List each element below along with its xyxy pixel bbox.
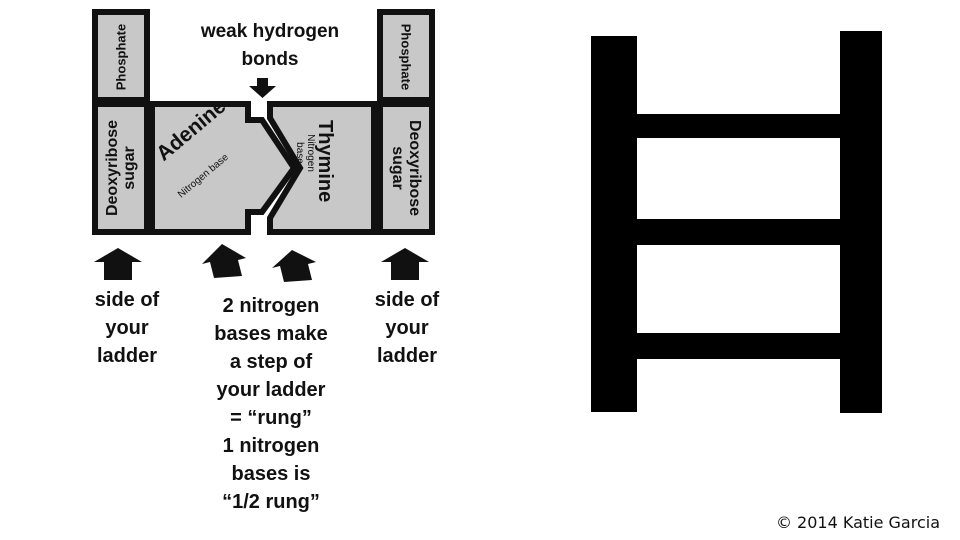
ladder-rung-2 xyxy=(637,219,840,245)
adenine-subtitle: Nitrogen base xyxy=(176,151,231,201)
thymine-label: Thymine Nitrogen base xyxy=(294,110,374,230)
ladder-left-rail xyxy=(591,36,637,412)
thymine-title: Thymine xyxy=(314,120,336,203)
phosphate-right-box xyxy=(377,9,435,103)
ladder-rung-3 xyxy=(637,333,840,359)
phosphate-left-box xyxy=(92,9,150,103)
sugar-right-label: Deoxyribose sugar xyxy=(389,119,423,217)
weak-hydrogen-bonds-label: weak hydrogen bonds xyxy=(200,21,340,70)
copyright-text: © 2014 Katie Garcia xyxy=(775,513,940,532)
left-side-caption: side of your ladder xyxy=(94,289,160,367)
sugar-left-label: Deoxyribose sugar xyxy=(104,119,138,217)
thymine-box xyxy=(267,101,377,235)
ladder-right-rail xyxy=(840,31,882,413)
adenine-box xyxy=(149,101,298,235)
rung-caption: 2 nitrogen bases make a step of your lad… xyxy=(214,295,328,513)
thymine-subtitle: Nitrogen base xyxy=(294,134,316,172)
right-side-arrow-icon xyxy=(381,248,429,280)
phosphate-left-label: Phosphate xyxy=(113,23,129,91)
sugar-right-box xyxy=(377,101,435,235)
adenine-label: Adenine Nitrogen base xyxy=(152,95,262,218)
thymine-arrow-icon xyxy=(272,250,316,282)
right-side-caption: side of your ladder xyxy=(374,289,440,367)
nucleotide-diagram xyxy=(92,9,435,282)
hydrogen-bond-arrow-icon xyxy=(249,78,276,98)
left-side-arrow-icon xyxy=(94,248,142,280)
phosphate-right-label: Phosphate xyxy=(398,23,414,91)
sugar-left-box xyxy=(92,101,150,235)
adenine-arrow-icon xyxy=(202,244,246,278)
ladder-rung-1 xyxy=(637,114,840,138)
